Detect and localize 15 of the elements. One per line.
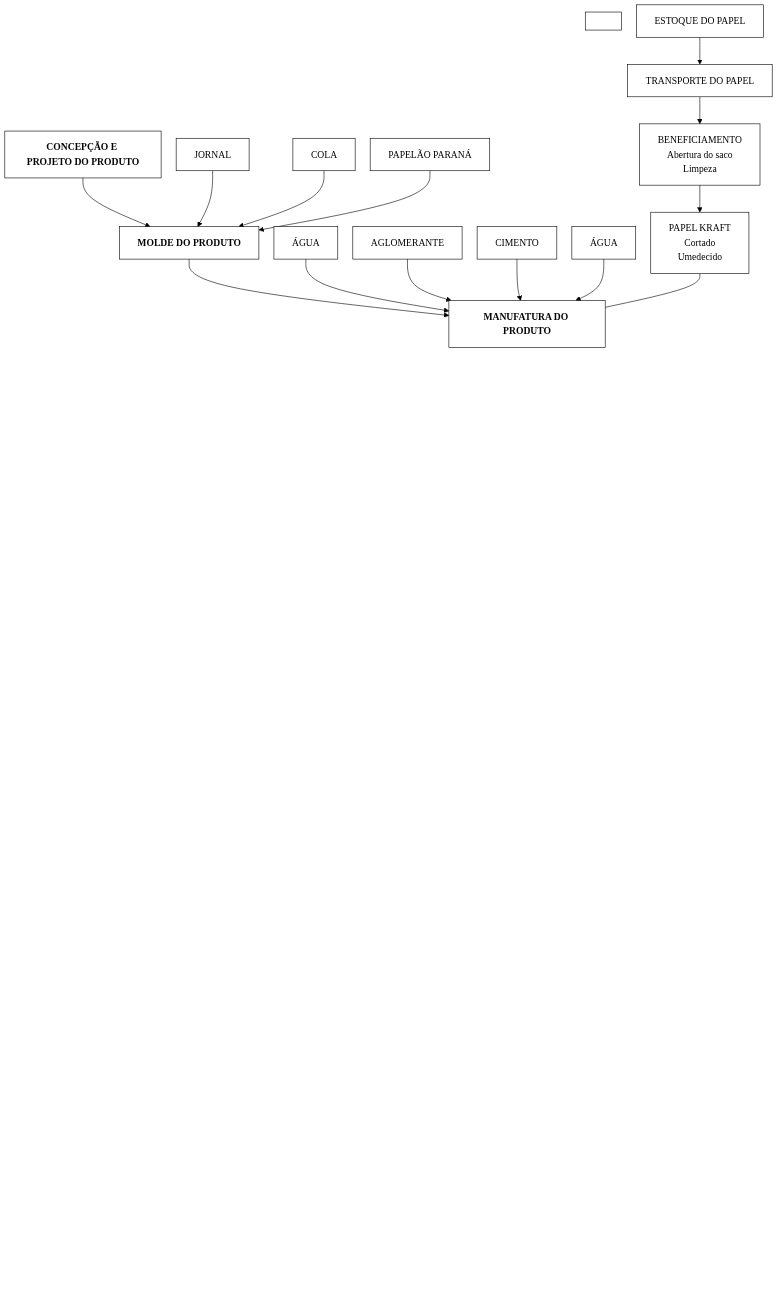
node-box [584,11,622,31]
node-box: AGLOMERANTE [352,226,463,260]
node-box: PAPELÃO PARANÁ [369,137,491,172]
node-box: CONCEPÇÃO E PROJETO DO PRODUTO [4,130,162,179]
node-box: COLA [292,137,356,172]
node-box: ÁGUA [571,226,636,260]
node-box: JORNAL [175,137,250,172]
node-box: MOLDE DO PRODUTO [119,226,260,260]
node-box: BENEFICIAMENTO Abertura do saco Limpeza [639,123,761,186]
node-box: ESTOQUE DO PAPEL [636,4,764,38]
node-box: TRANSPORTE DO PAPEL [627,64,773,98]
node-box: PAPEL KRAFT Cortado Umedecido [650,211,750,274]
node-box: CIMENTO [476,226,558,260]
node-box: ÁGUA [273,226,339,260]
node-box: MANUFATURA DO PRODUTO [448,300,606,348]
